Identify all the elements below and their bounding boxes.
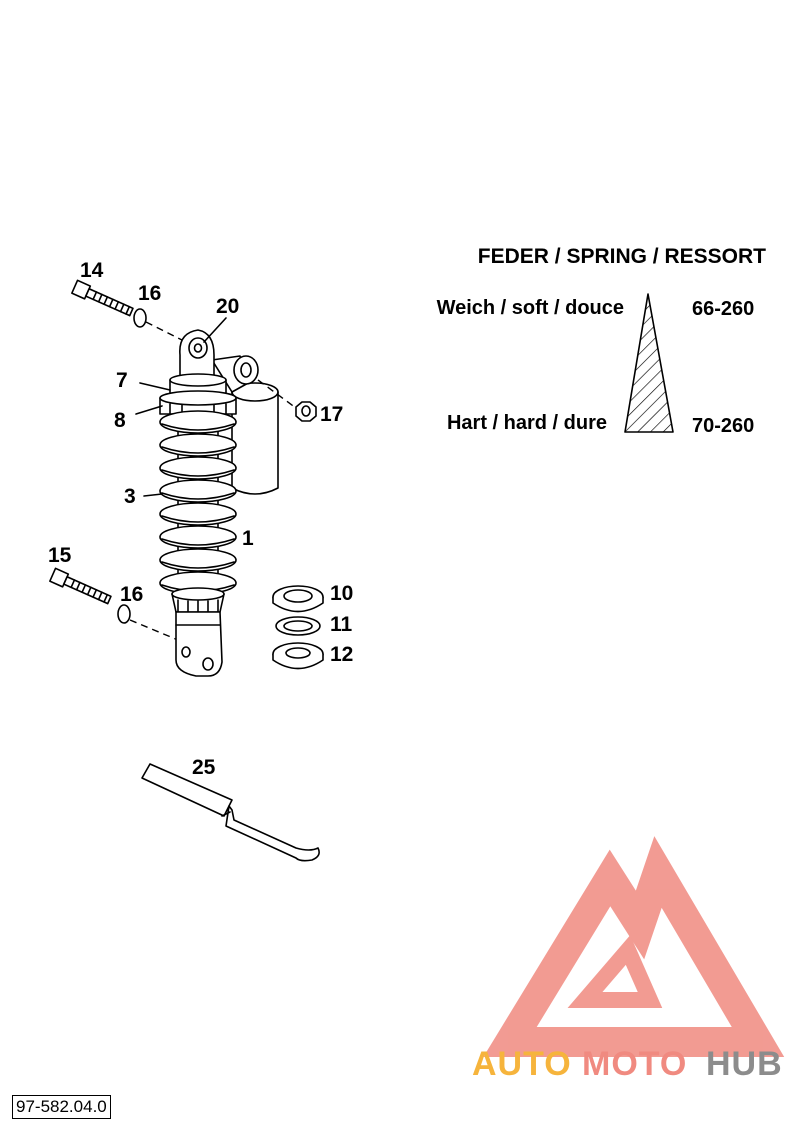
part-label-7: 7 <box>116 369 128 392</box>
part-label-15: 15 <box>48 544 72 567</box>
leader-line-8 <box>135 405 163 415</box>
part-label-25: 25 <box>192 756 216 779</box>
leader-line-7 <box>139 382 171 391</box>
washer-16-top <box>133 308 147 328</box>
part-label-1: 1 <box>242 527 254 550</box>
watermark-text-hub: HUB <box>706 1045 783 1083</box>
assembly-line-bottom <box>129 619 179 641</box>
spring-seat-10 <box>272 585 324 613</box>
washer-16-bottom <box>117 604 131 624</box>
part-label-14: 14 <box>80 259 104 282</box>
shock-reservoir <box>211 355 279 495</box>
watermark-text-moto: MOTO <box>582 1045 687 1083</box>
hook-spanner-25 <box>141 763 320 862</box>
legend-soft-label: Weich / soft / douce <box>437 297 624 319</box>
shock-absorber-body <box>159 329 237 677</box>
part-label-8: 8 <box>114 409 126 432</box>
part-label-11: 11 <box>330 613 353 636</box>
leader-line-20 <box>203 317 227 343</box>
automotohub-triangle-logo <box>483 836 785 1057</box>
legend-title: FEDER / SPRING / RESSORT <box>478 245 766 268</box>
spring-seat-12 <box>272 642 324 670</box>
legend-hard-label: Hart / hard / dure <box>447 412 607 434</box>
part-label-17: 17 <box>320 403 343 426</box>
part-label-12: 12 <box>330 643 353 666</box>
legend-soft-code: 66-260 <box>692 298 754 320</box>
bolt-14 <box>71 279 134 317</box>
watermark-text-auto: AUTO <box>472 1045 572 1083</box>
spring-coils <box>159 410 237 595</box>
part-label-10: 10 <box>330 582 353 605</box>
nut-17 <box>295 401 317 422</box>
leader-line-3 <box>143 493 163 497</box>
legend-hard-code: 70-260 <box>692 415 754 437</box>
part-label-3: 3 <box>124 485 136 508</box>
bolt-15 <box>49 567 112 605</box>
drawing-reference-code: 97-582.04.0 <box>12 1095 111 1119</box>
hatched-wedge-icon <box>624 293 674 433</box>
part-label-16-top: 16 <box>138 282 161 305</box>
assembly-line-nut <box>257 379 297 409</box>
part-label-20: 20 <box>216 295 239 318</box>
part-label-16-bottom: 16 <box>120 583 143 606</box>
shim-11 <box>275 616 321 636</box>
